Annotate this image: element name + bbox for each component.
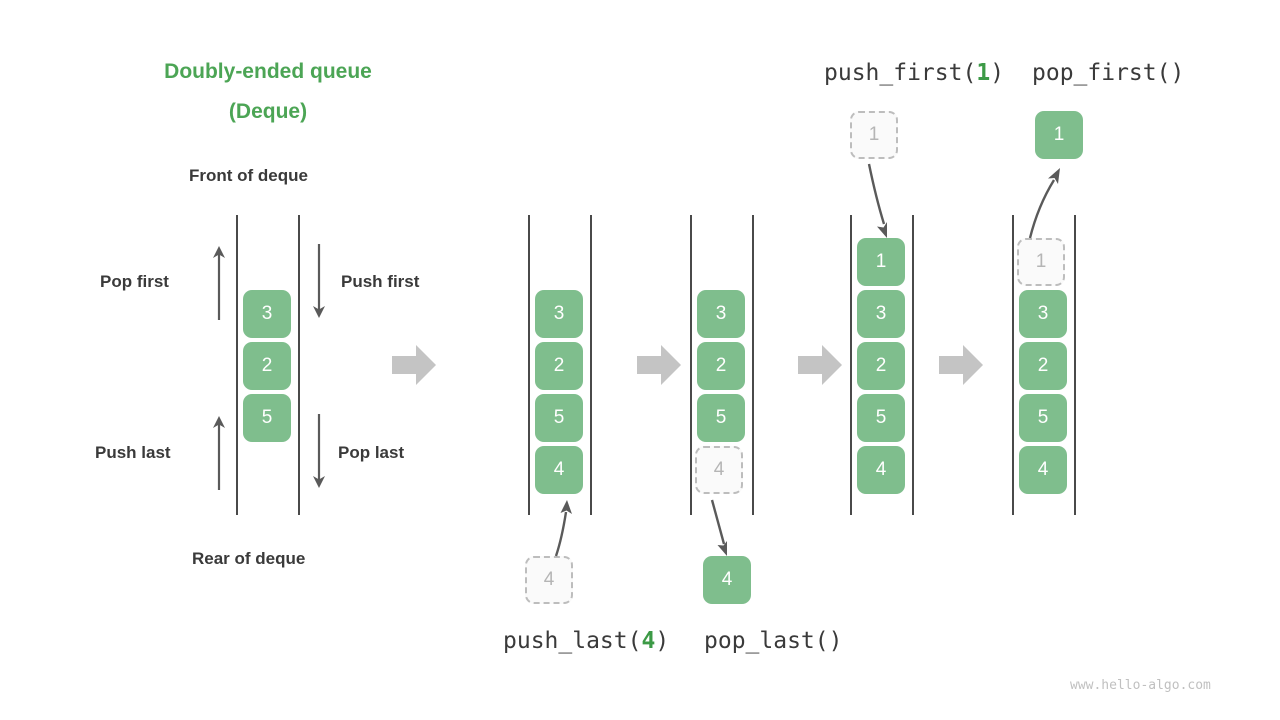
page-title-line1: Doubly-ended queue	[164, 60, 372, 83]
stage2-rail-left	[690, 215, 692, 515]
step-arrow-icon	[939, 345, 983, 385]
stage4-cell: 1	[1017, 238, 1065, 286]
op-paren-close: )	[655, 628, 670, 654]
stage3-cell: 1	[857, 238, 905, 286]
push-last-label: Push last	[95, 443, 171, 462]
page-title-line2: (Deque)	[228, 100, 308, 123]
push-first-flow-arrow-icon	[867, 163, 887, 238]
stage2-cell: 2	[697, 342, 745, 390]
pop-last-label: Pop last	[338, 443, 405, 462]
legend-rail-right	[298, 215, 300, 515]
op-name: push_last	[503, 628, 628, 654]
stage2-external-cell: 4	[703, 556, 751, 604]
op-name: push_first	[824, 60, 963, 86]
legend-cell: 2	[243, 342, 291, 390]
stage3-cell: 3	[857, 290, 905, 338]
stage2-cell: 3	[697, 290, 745, 338]
stage3-external-cell: 1	[850, 111, 898, 159]
stage4-cell: 2	[1019, 342, 1067, 390]
stage3-cell: 2	[857, 342, 905, 390]
op-label-pop-last: pop_last()	[704, 628, 843, 654]
step-arrow-icon	[392, 345, 436, 385]
op-paren-close: )	[1170, 60, 1185, 86]
stage3-cell: 5	[857, 394, 905, 442]
stage3-rail-right	[912, 215, 914, 515]
push-last-flow-arrow-icon	[554, 500, 572, 557]
op-name: pop_last	[704, 628, 815, 654]
legend-cell: 5	[243, 394, 291, 442]
stage4-external-cell: 1	[1035, 111, 1083, 159]
stage1-cell: 4	[535, 446, 583, 494]
pop-first-flow-arrow-icon	[1028, 168, 1060, 239]
stage1-external-cell: 4	[525, 556, 573, 604]
op-arg: 1	[976, 60, 991, 86]
pop-last-flow-arrow-icon	[710, 499, 727, 556]
op-paren-open: (	[814, 628, 829, 654]
pop-first-arrow-icon	[213, 246, 225, 320]
stage1-rail-left	[528, 215, 530, 515]
op-paren-close: )	[828, 628, 843, 654]
stage2-rail-right	[752, 215, 754, 515]
stage4-cell: 4	[1019, 446, 1067, 494]
op-label-push-first: push_first(1)	[824, 60, 1004, 86]
op-paren-open: (	[962, 60, 977, 86]
stage3-cell: 4	[857, 446, 905, 494]
pop-last-arrow-icon	[313, 414, 325, 488]
stage1-rail-right	[590, 215, 592, 515]
stage4-cell: 5	[1019, 394, 1067, 442]
step-arrow-icon	[637, 345, 681, 385]
stage2-cell: 5	[697, 394, 745, 442]
site-watermark: www.hello-algo.com	[1070, 678, 1211, 693]
stage4-rail-right	[1074, 215, 1076, 515]
push-last-arrow-icon	[213, 416, 225, 490]
rear-of-deque-label: Rear of deque	[192, 549, 306, 568]
legend-cell: 3	[243, 290, 291, 338]
stage1-cell: 5	[535, 394, 583, 442]
op-paren-open: (	[627, 628, 642, 654]
step-arrow-icon	[798, 345, 842, 385]
stage2-cell: 4	[695, 446, 743, 494]
legend-rail-left	[236, 215, 238, 515]
op-label-push-last: push_last(4)	[503, 628, 669, 654]
stage1-cell: 2	[535, 342, 583, 390]
stage4-rail-left	[1012, 215, 1014, 515]
stage4-cell: 3	[1019, 290, 1067, 338]
stage3-rail-left	[850, 215, 852, 515]
op-name: pop_first	[1032, 60, 1157, 86]
op-label-pop-first: pop_first()	[1032, 60, 1184, 86]
op-paren-open: (	[1156, 60, 1171, 86]
front-of-deque-label: Front of deque	[189, 166, 308, 185]
op-arg: 4	[641, 628, 656, 654]
stage1-cell: 3	[535, 290, 583, 338]
push-first-label: Push first	[341, 272, 420, 291]
op-paren-close: )	[990, 60, 1005, 86]
push-first-arrow-icon	[313, 244, 325, 318]
pop-first-label: Pop first	[100, 272, 169, 291]
